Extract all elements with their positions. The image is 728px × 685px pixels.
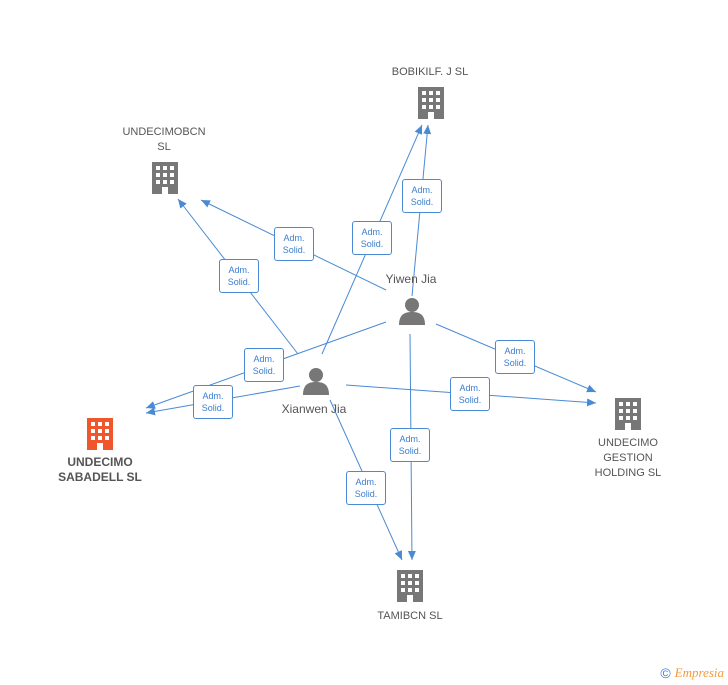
edge-label-xianwen-bobikilf: Adm.Solid. — [352, 221, 392, 255]
person-icon-yiwen — [399, 298, 425, 325]
edge-label-yiwen-gestion: Adm.Solid. — [495, 340, 535, 374]
copyright-icon: © — [660, 665, 671, 681]
edge-label-xianwen-tamibcn: Adm.Solid. — [346, 471, 386, 505]
node-label-undecimo-gestion[interactable]: UNDECIMO GESTION HOLDING SL — [594, 437, 662, 479]
building-icon-undecimo-gestion — [615, 398, 641, 430]
building-icon-undecimo-sabadell — [87, 418, 113, 450]
person-label-xianwen[interactable]: Xianwen Jia — [281, 402, 347, 416]
building-icon-undecimobcn — [152, 162, 178, 194]
edge-label-xianwen-undecimobcn: Adm.Solid. — [219, 259, 259, 293]
node-label-bobikilf[interactable]: BOBIKILF. J SL — [391, 66, 469, 78]
node-label-undecimobcn[interactable]: UNDECIMOBCN SL — [122, 126, 206, 153]
edge-label-xianwen-gestion: Adm.Solid. — [450, 377, 490, 411]
node-label-undecimo-sabadell[interactable]: UNDECIMO SABADELL SL — [58, 455, 142, 484]
edge-label-yiwen-bobikilf: Adm.Solid. — [402, 179, 442, 213]
building-icon-bobikilf — [418, 87, 444, 119]
edge-label-xianwen-sabadell: Adm.Solid. — [193, 385, 233, 419]
person-icon-xianwen — [303, 368, 329, 395]
edge-label-yiwen-undecimobcn: Adm.Solid. — [274, 227, 314, 261]
node-label-tamibcn[interactable]: TAMIBCN SL — [377, 610, 443, 622]
edge-label-yiwen-tamibcn: Adm.Solid. — [390, 428, 430, 462]
footer-branding: © Empresia — [660, 665, 724, 681]
brand-logo[interactable]: Empresia — [674, 665, 724, 680]
edge-label-yiwen-sabadell: Adm.Solid. — [244, 348, 284, 382]
person-label-yiwen[interactable]: Yiwen Jia — [385, 272, 437, 286]
building-icon-tamibcn — [397, 570, 423, 602]
